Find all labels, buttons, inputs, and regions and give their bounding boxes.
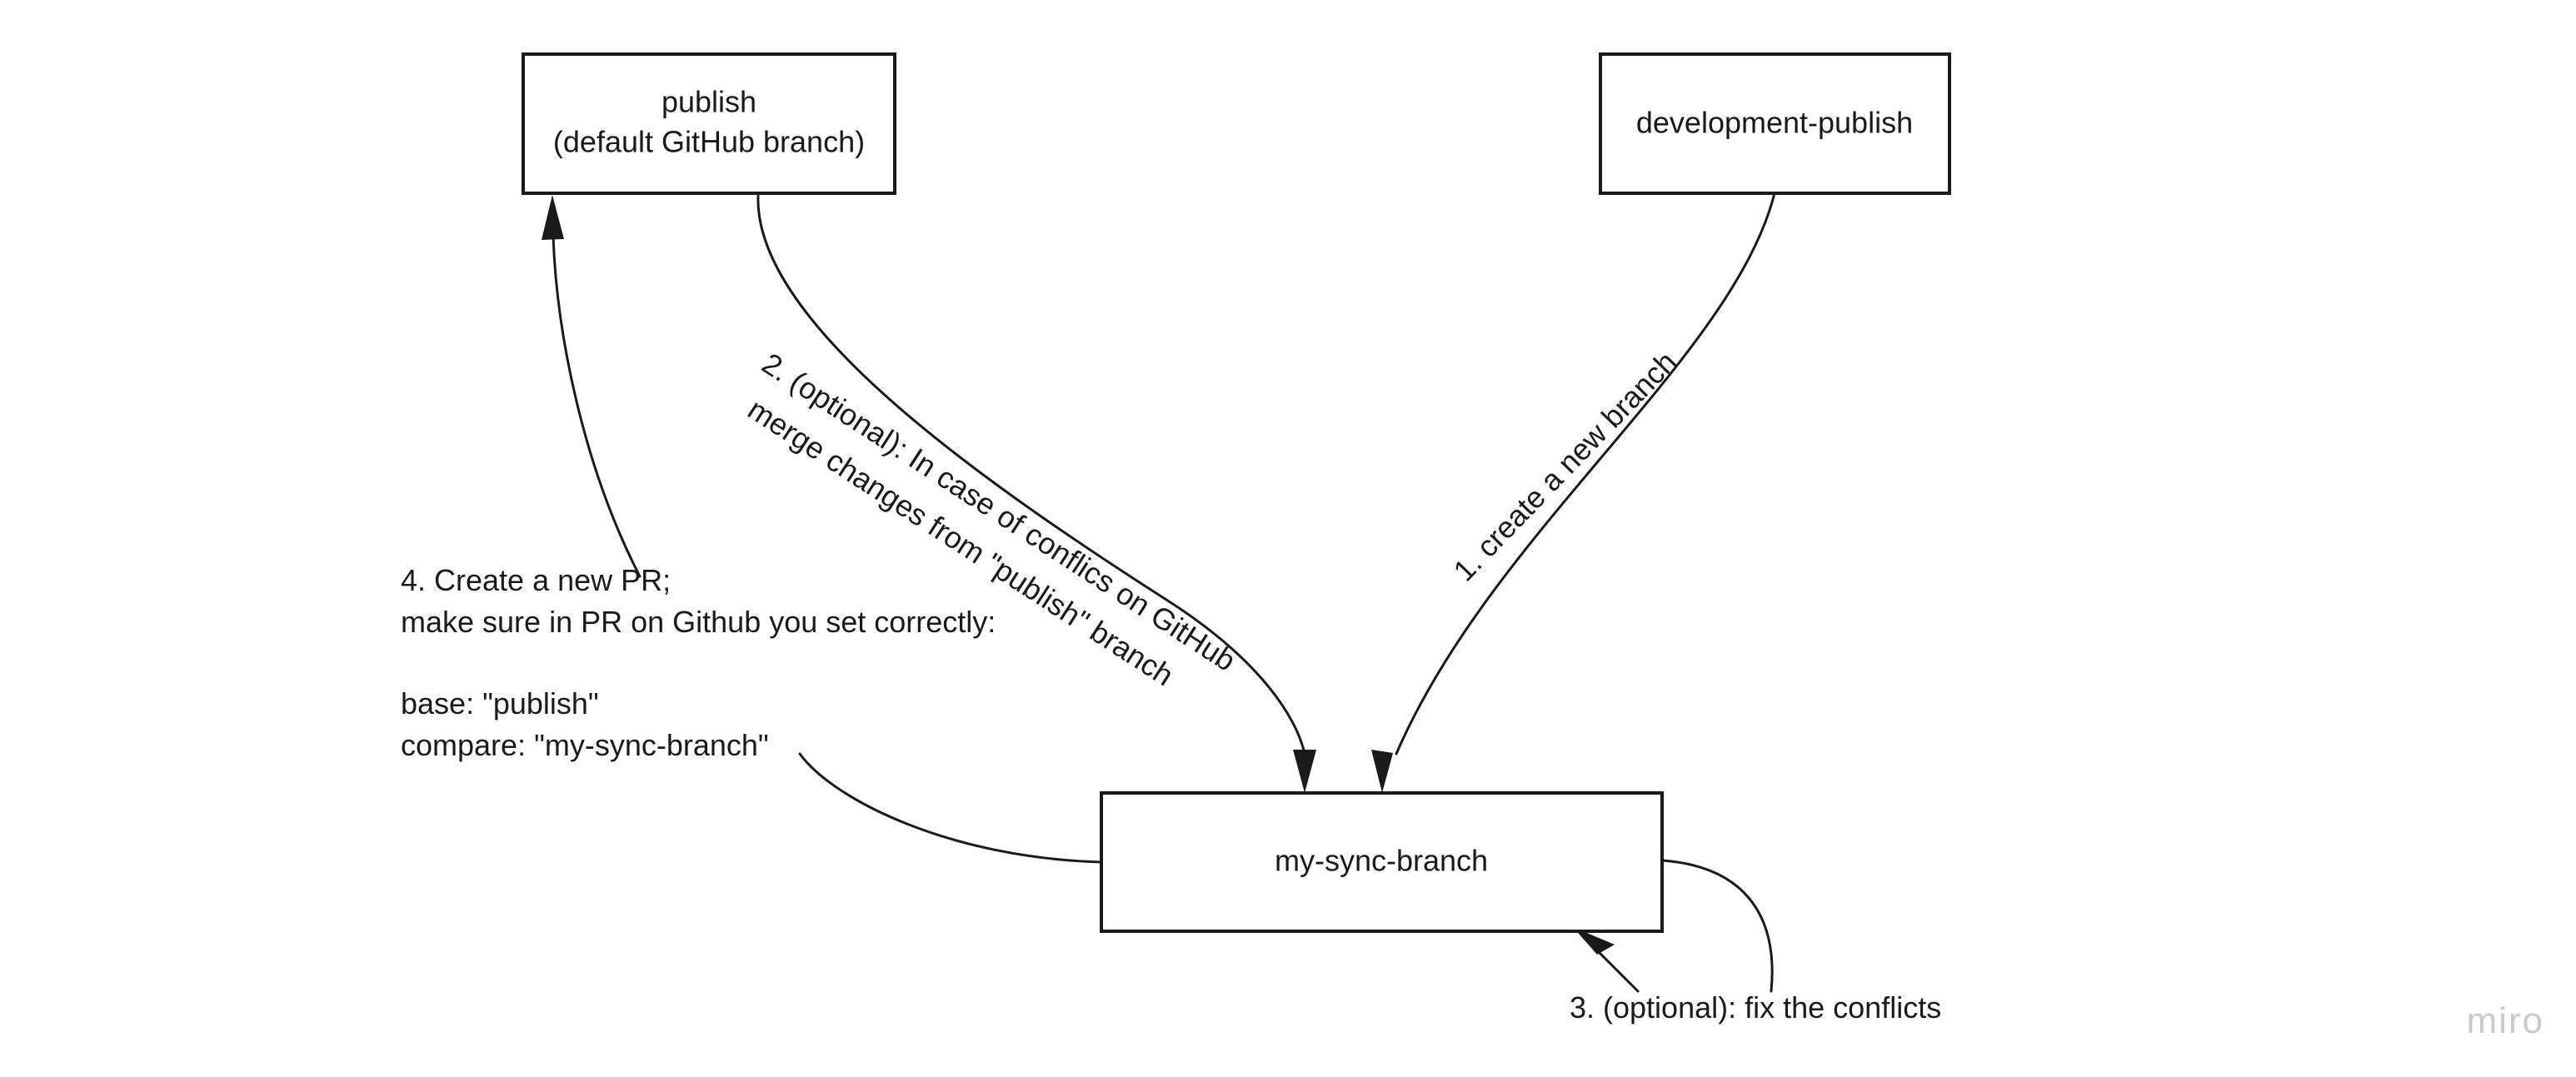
edge-fix-conflicts[interactable]: 3. (optional): fix the conflicts: [1570, 859, 1941, 1025]
node-development-publish-box: [1599, 52, 1951, 195]
node-my-sync-branch[interactable]: my-sync-branch: [1100, 791, 1664, 933]
note-create-pr-line4: base: "publish": [401, 686, 599, 720]
note-create-pr[interactable]: 4. Create a new PR; make sure in PR on G…: [401, 563, 996, 762]
edge-path-fix-conflicts-loop: [1660, 859, 1774, 993]
edge-create-pr[interactable]: [542, 195, 1103, 864]
node-my-sync-branch-label: my-sync-branch: [1275, 844, 1488, 878]
edge-path-create-new-branch: [1395, 192, 1776, 755]
arrowhead-create-pr: [542, 195, 564, 240]
edge-merge-changes[interactable]: 2. (optional): In case of conflics on Gi…: [742, 194, 1316, 793]
arrowhead-merge-changes: [1293, 750, 1316, 793]
node-publish-label-line1: publish: [661, 85, 756, 119]
edge-path-create-pr-upper: [552, 234, 642, 578]
node-my-sync-branch-box: [1100, 791, 1664, 933]
edge-path-merge-changes: [756, 194, 1306, 755]
node-development-publish[interactable]: development-publish: [1599, 52, 1951, 195]
edge-label-merge-changes-line2: merge changes from "publish" branch: [742, 391, 1180, 692]
node-development-publish-label: development-publish: [1636, 106, 1913, 140]
arrowhead-create-new-branch: [1371, 750, 1393, 793]
note-create-pr-line2: make sure in PR on Github you set correc…: [401, 605, 996, 639]
node-publish-label-line2: (default GitHub branch): [553, 125, 865, 159]
miro-watermark: miro: [2466, 1000, 2544, 1041]
note-create-pr-line5: compare: "my-sync-branch": [401, 728, 769, 762]
arrowhead-fix-conflicts: [1573, 927, 1615, 955]
note-create-pr-line1: 4. Create a new PR;: [401, 563, 671, 597]
edge-create-new-branch[interactable]: 1. create a new branch: [1371, 192, 1776, 793]
node-publish[interactable]: publish (default GitHub branch): [522, 52, 896, 195]
edge-path-create-pr-lower: [798, 752, 1103, 864]
node-publish-box: [522, 52, 896, 195]
edge-label-create-new-branch: 1. create a new branch: [1446, 345, 1683, 588]
edge-label-fix-conflicts: 3. (optional): fix the conflicts: [1570, 990, 1941, 1025]
